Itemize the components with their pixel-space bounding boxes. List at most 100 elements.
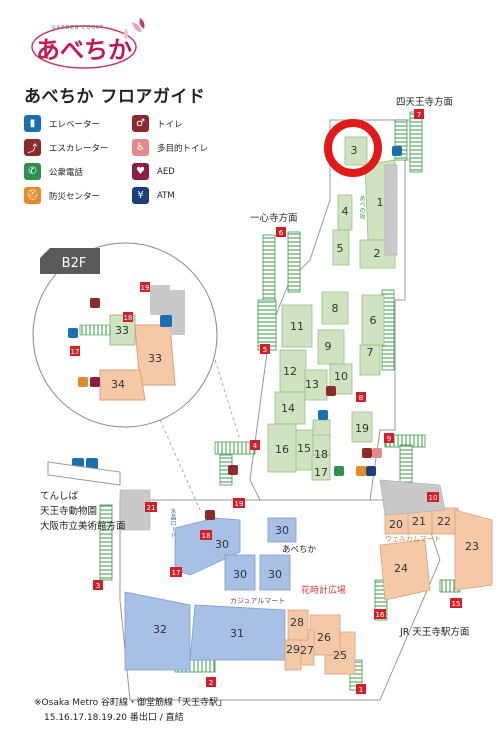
legend-label: エスカレーター [49, 143, 109, 154]
direction-jr-tennoji: JR 天王寺駅方面 [400, 627, 470, 638]
exit-label: 6 [279, 229, 284, 237]
current-location-marker [324, 119, 382, 177]
shop-19 [351, 411, 373, 443]
legend-disaster-center: ⛑ 防災センター [24, 187, 100, 204]
direction-shitennoji: 四天王寺方面 [396, 97, 454, 108]
shop-label: 8 [332, 302, 339, 315]
aed-icon: ♥ [132, 163, 149, 180]
legend-label: 防災センター [49, 191, 101, 202]
accessible-toilet-icon: ♿ [132, 139, 149, 156]
shop-label: 31 [230, 627, 244, 640]
direction-zoo: 天王寺動物園 [40, 506, 98, 517]
shop-label: 28 [290, 616, 304, 629]
footnote: ※Osaka Metro 谷町線・御堂筋線「天王寺駅」 15.16.17.18.… [34, 696, 227, 726]
shop-23 [454, 509, 493, 591]
shop-label: 30 [215, 538, 229, 551]
shop-label: 16 [275, 443, 289, 456]
legend-label: ATM [157, 190, 175, 201]
shop-29 [284, 639, 302, 671]
shop-label: 21 [412, 515, 426, 528]
shop-7 [359, 344, 381, 376]
exit-label: 2 [209, 679, 213, 687]
shop-label: 27 [300, 644, 314, 657]
shop-label: 11 [290, 320, 304, 333]
footnote-line: ※Osaka Metro 谷町線・御堂筋線「天王寺駅」 [34, 698, 227, 708]
toilet-icon: ♂ [132, 115, 149, 132]
exit-label: 7 [417, 111, 421, 119]
exit-label: 8 [359, 394, 363, 402]
shop-12 [279, 349, 307, 393]
shop-label: 25 [333, 649, 347, 662]
exit-markers: 7 6 5 8 4 9 10 19 21 18 17 3 16 15 2 1 [93, 109, 462, 694]
area-suisho-road: 水晶ロード [169, 508, 176, 538]
footnote-line: 15.16.17.18.19.20 番出口 / 直結 [44, 713, 184, 723]
shop-32 [124, 591, 191, 671]
logo-name: あべちか [36, 36, 132, 64]
direction-tenshiba: てんしば [40, 491, 79, 502]
shop-16 [267, 423, 297, 473]
shop-label: 13 [305, 378, 319, 391]
shop-label: 24 [394, 562, 408, 575]
shop-label: 2 [374, 247, 381, 260]
shop-numbers: 1 2 3 4 5 6 7 8 9 10 11 12 13 14 15 16 1… [153, 144, 479, 662]
legend-escalator: ⤴ エスカレーター [24, 139, 109, 156]
page-title: あべちか フロアガイド [24, 87, 206, 107]
legend-label: 公衆電話 [49, 167, 84, 178]
legend-label: AED [157, 166, 175, 177]
shop-30-d [259, 554, 291, 591]
shop-label: 26 [317, 631, 331, 644]
shop-5 [332, 229, 350, 266]
shop-label: 23 [465, 540, 479, 553]
escalator-icon: ⤴ [24, 139, 41, 156]
exit-label: 4 [253, 442, 258, 450]
shop-30-a [267, 517, 297, 543]
phone-icon: ✆ [24, 163, 41, 180]
shop-label: 5 [337, 242, 344, 255]
exit-label: 5 [263, 346, 267, 354]
shop-label: 17 [314, 466, 328, 479]
shop-label: 29 [286, 643, 300, 656]
legend-aed: ♥ AED [132, 163, 175, 180]
shop-11 [281, 304, 313, 348]
shop-24 [379, 539, 431, 601]
shop-label: 14 [281, 402, 295, 415]
shop-label: 30 [233, 568, 247, 581]
svg-text:17: 17 [71, 348, 80, 356]
shop-14 [274, 391, 306, 425]
area-abeno-saka: あべの坂 [358, 195, 365, 219]
abechika-logo: GARDEN COURT あべちか [31, 18, 145, 69]
exit-label: 21 [147, 504, 156, 512]
legend-toilet: ♂ トイレ [132, 115, 183, 132]
svg-text:34: 34 [111, 378, 125, 391]
legend-elevator: ▮ エレベーター [24, 115, 100, 132]
shop-10 [329, 363, 353, 395]
shop-label: 3 [351, 144, 358, 157]
direction-museum: 大阪市立美術館方面 [40, 521, 126, 532]
exit-label: 10 [429, 494, 438, 502]
exit-label: 18 [202, 532, 211, 540]
legend-phone: ✆ 公衆電話 [24, 163, 83, 180]
legend-label: トイレ [157, 119, 183, 130]
shop-13 [304, 369, 328, 401]
shop-label: 9 [325, 340, 332, 353]
shop-label: 20 [389, 518, 403, 531]
exit-label: 19 [235, 500, 244, 508]
area-casual-mart: カジュアルマート [230, 597, 286, 605]
shop-3 [344, 136, 368, 166]
exit-label: 17 [172, 569, 181, 577]
shops-orange [284, 507, 493, 675]
shop-label: 15 [297, 442, 311, 455]
shop-label: 12 [283, 365, 297, 378]
svg-text:33: 33 [115, 324, 129, 337]
area-welcome-mart: ウェルカムマート [385, 535, 441, 543]
direction-isshinji: 一心寺方面 [250, 213, 298, 224]
exit-label: 16 [376, 611, 385, 619]
b2f-inset: B2F 33 33 34 19 18 17 [32, 242, 241, 511]
left-entrance [47, 461, 121, 486]
exit-label: 9 [387, 435, 391, 443]
shop-label: 22 [437, 515, 451, 528]
shop-label: 1 [377, 196, 384, 209]
shop-label: 19 [355, 422, 369, 435]
shop-label: 18 [314, 448, 328, 461]
